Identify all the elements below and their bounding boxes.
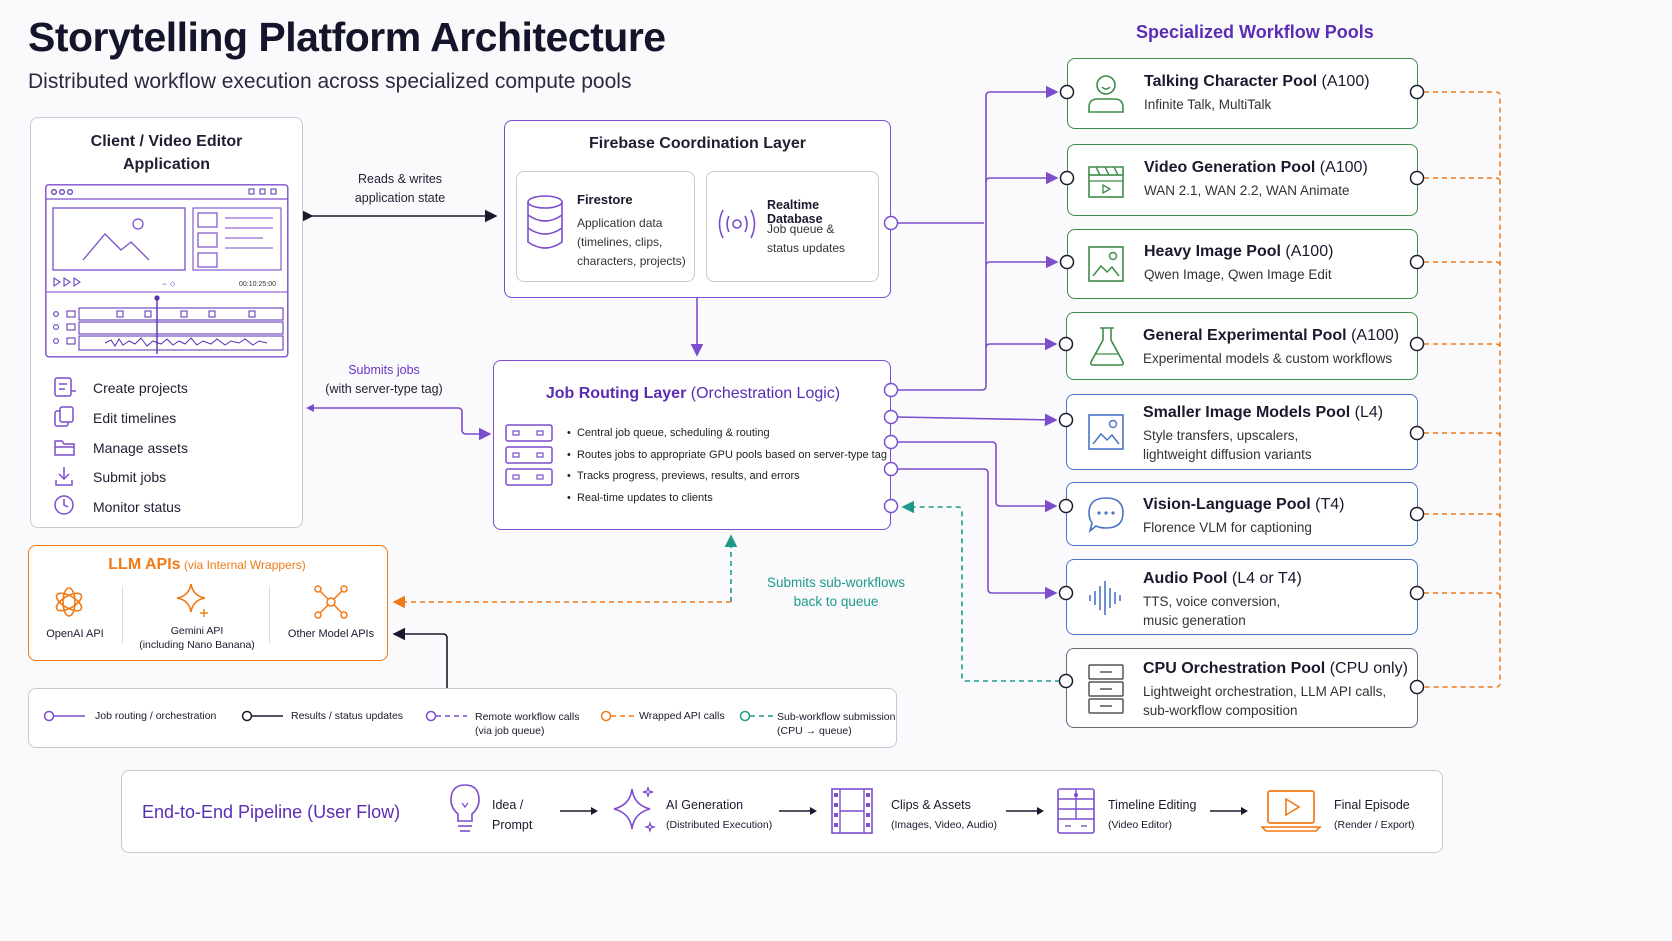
legend-wrapped-api: Wrapped API calls — [639, 710, 725, 722]
legend-results: Results / status updates — [291, 710, 404, 722]
feature-edit-timelines: Edit timelines — [93, 410, 177, 426]
broadcast-icon — [718, 209, 756, 239]
openai-label: OpenAI API — [46, 628, 104, 640]
page-subtitle: Distributed workflow execution across sp… — [28, 70, 632, 93]
pool-smaller-image: Smaller Image Models Pool (L4)Style tran… — [1066, 394, 1418, 470]
firestore-card: Firestore Application data(timelines, cl… — [516, 171, 695, 282]
llm-apis-panel: LLM APIs (via Internal Wrappers) OpenAI … — [28, 545, 388, 661]
pools-title: Specialized Workflow Pools — [1136, 22, 1374, 42]
step-idea: Idea /Prompt — [492, 798, 533, 832]
pool-general-experimental: General Experimental Pool (A100)Experime… — [1066, 312, 1418, 380]
step-clips-assets: Clips & Assets(Images, Video, Audio) — [891, 798, 998, 831]
legend-remote-calls: Remote workflow calls(via job queue) — [475, 711, 580, 737]
arrow-right-icon — [1006, 807, 1044, 815]
pool-text: Audio Pool (L4 or T4)TTS, voice conversi… — [1143, 570, 1302, 628]
feature-create-projects: Create projects — [93, 380, 188, 396]
database-icon — [527, 195, 563, 249]
legend: Job routing / orchestration Results / st… — [28, 688, 897, 748]
page-title: Storytelling Platform Architecture — [28, 14, 666, 60]
clapperboard-icon — [1088, 166, 1124, 198]
waveform-icon — [1089, 581, 1121, 615]
firebase-title: Firebase Coordination Layer — [589, 135, 806, 152]
firestore-title: Firestore — [577, 192, 633, 207]
router-title: Job Routing Layer (Orchestration Logic) — [545, 385, 841, 402]
openai-icon — [55, 587, 83, 617]
pool-audio: Audio Pool (L4 or T4)TTS, voice conversi… — [1066, 559, 1418, 635]
pool-text: Video Generation Pool (A100)WAN 2.1, WAN… — [1144, 159, 1368, 198]
other-models-label: Other Model APIs — [287, 628, 375, 640]
feature-submit-jobs: Submit jobs — [93, 469, 167, 485]
film-strip-icon — [831, 788, 873, 834]
step-timeline-editing: Timeline Editing(Video Editor) — [1108, 798, 1197, 831]
submits-jobs-label: Submits jobs(with server-type tag) — [325, 363, 443, 396]
laptop-play-icon — [1260, 790, 1322, 832]
realtime-db-card: Realtime Database Job queue &status upda… — [706, 171, 879, 282]
step-final-episode: Final Episode(Render / Export) — [1334, 798, 1415, 831]
pool-text: General Experimental Pool (A100)Experime… — [1143, 327, 1400, 366]
llm-title: LLM APIs (via Internal Wrappers) — [108, 556, 306, 573]
flask-icon — [1089, 327, 1125, 366]
image-icon — [1088, 246, 1124, 282]
legend-sub-workflow: Sub-workflow submission(CPU → queue) — [777, 711, 896, 737]
feature-manage-assets: Manage assets — [93, 440, 188, 456]
gemini-sparkle-icon — [176, 583, 208, 617]
pipeline-panel: End-to-End Pipeline (User Flow) Idea /Pr… — [121, 770, 1443, 853]
step-ai-generation: AI Generation(Distributed Execution) — [666, 798, 773, 831]
arrow-right-icon — [779, 807, 817, 815]
realtime-db-title: Realtime Database — [767, 198, 823, 226]
pool-heavy-image: Heavy Image Pool (A100)Qwen Image, Qwen … — [1067, 229, 1418, 299]
submits-jobs-arrow — [312, 407, 492, 441]
chat-bubble-icon — [1088, 497, 1124, 534]
pool-text: Talking Character Pool (A100)Infinite Ta… — [1144, 73, 1370, 112]
create-projects-icon — [54, 377, 76, 397]
person-icon — [1088, 75, 1124, 113]
arrow-right-icon — [560, 807, 598, 815]
lightbulb-icon — [450, 784, 480, 832]
router-server-icon — [505, 424, 553, 486]
image-icon — [1088, 414, 1124, 450]
firestore-desc: Application data(timelines, clips,charac… — [577, 216, 686, 268]
feature-monitor-status: Monitor status — [93, 499, 181, 515]
pool-text: Heavy Image Pool (A100)Qwen Image, Qwen … — [1144, 243, 1334, 282]
clock-icon — [54, 495, 74, 515]
svg-text:⇔ ◇: ⇔ ◇ — [161, 281, 176, 288]
pool-text: Vision-Language Pool (T4)Florence VLM fo… — [1143, 496, 1345, 535]
edit-timelines-icon — [54, 406, 74, 427]
pool-text: CPU Orchestration Pool (CPU only)Lightwe… — [1143, 660, 1408, 718]
network-nodes-icon — [314, 585, 348, 619]
pool-cpu-orchestration: CPU Orchestration Pool (CPU only)Lightwe… — [1066, 648, 1418, 728]
pool-text: Smaller Image Models Pool (L4)Style tran… — [1143, 404, 1384, 462]
download-icon — [55, 467, 73, 486]
pool-video-generation: Video Generation Pool (A100)WAN 2.1, WAN… — [1067, 144, 1418, 216]
svg-text:00:10:25:00: 00:10:25:00 — [239, 281, 276, 288]
router-bullets: • Central job queue, scheduling & routin… — [567, 427, 887, 504]
job-routing-layer: Job Routing Layer (Orchestration Logic) … — [493, 360, 891, 530]
sparkle-icon — [613, 786, 656, 833]
folder-icon — [54, 440, 75, 456]
video-editor-illustration: ⇔ ◇ 00:10:25:00 — [45, 184, 289, 358]
server-icon — [1088, 664, 1124, 714]
timeline-editor-icon — [1057, 788, 1095, 834]
pool-talking-character: Talking Character Pool (A100)Infinite Ta… — [1067, 58, 1418, 129]
realtime-db-desc: Job queue &status updates — [767, 222, 846, 255]
pipeline-title: End-to-End Pipeline (User Flow) — [142, 802, 401, 822]
arrow-right-icon — [1210, 807, 1248, 815]
firebase-layer: Firebase Coordination Layer Firestore Ap… — [504, 120, 891, 298]
gemini-label: Gemini API(including Nano Banana) — [139, 625, 255, 651]
pool-vision-language: Vision-Language Pool (T4)Florence VLM fo… — [1066, 482, 1418, 546]
legend-job-routing: Job routing / orchestration — [95, 710, 217, 722]
